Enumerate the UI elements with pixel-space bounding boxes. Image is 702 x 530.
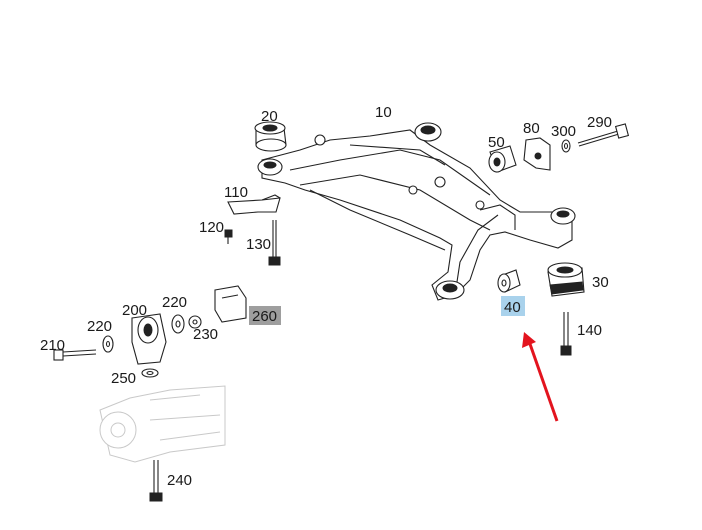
label-10: 10 — [375, 104, 392, 121]
bushing-part-40[interactable] — [497, 269, 521, 293]
label-20: 20 — [261, 108, 278, 125]
label-210: 210 — [40, 337, 65, 354]
label-220-left: 220 — [87, 318, 112, 335]
label-130: 130 — [246, 236, 271, 253]
highlight-box-40 — [501, 296, 525, 316]
washer-part-220a[interactable] — [102, 335, 114, 353]
bolt-part-120[interactable] — [224, 229, 233, 244]
label-240: 240 — [167, 472, 192, 489]
bracket-part-260[interactable] — [214, 285, 247, 323]
washer-part-300[interactable] — [561, 139, 571, 153]
label-200: 200 — [122, 302, 147, 319]
label-230: 230 — [193, 326, 218, 343]
label-250: 250 — [111, 370, 136, 387]
label-110: 110 — [224, 184, 248, 201]
washer-part-250[interactable] — [141, 368, 159, 378]
label-220-right: 220 — [162, 294, 187, 311]
mount-part-30[interactable] — [547, 262, 585, 297]
washer-part-230[interactable] — [188, 315, 202, 329]
bracket-part-110[interactable] — [227, 194, 281, 215]
bolt-part-130[interactable] — [268, 220, 281, 266]
label-260: 260 — [252, 308, 277, 325]
bolt-part-240[interactable] — [149, 460, 163, 502]
washer-part-220b[interactable] — [171, 314, 185, 334]
label-140: 140 — [577, 322, 602, 339]
highlight-box-260 — [249, 306, 281, 325]
label-30: 30 — [592, 274, 609, 291]
label-40: 40 — [504, 299, 521, 316]
mount-part-200[interactable] — [131, 313, 167, 365]
subframe-part-10[interactable] — [257, 122, 576, 301]
label-120: 120 — [199, 219, 224, 236]
label-50: 50 — [488, 134, 505, 151]
bolt-part-210[interactable] — [53, 349, 97, 361]
bolt-part-140[interactable] — [560, 312, 572, 356]
bolt-part-290[interactable] — [577, 123, 630, 147]
label-300: 300 — [551, 123, 576, 140]
red-pointer-arrow-icon — [522, 332, 559, 422]
bushing-part-50[interactable] — [488, 145, 517, 173]
bracket-part-80[interactable] — [523, 137, 551, 171]
hub-knuckle-faded — [99, 385, 226, 463]
label-80: 80 — [523, 120, 540, 137]
label-290: 290 — [587, 114, 612, 131]
bushing-part-20[interactable] — [254, 121, 287, 152]
